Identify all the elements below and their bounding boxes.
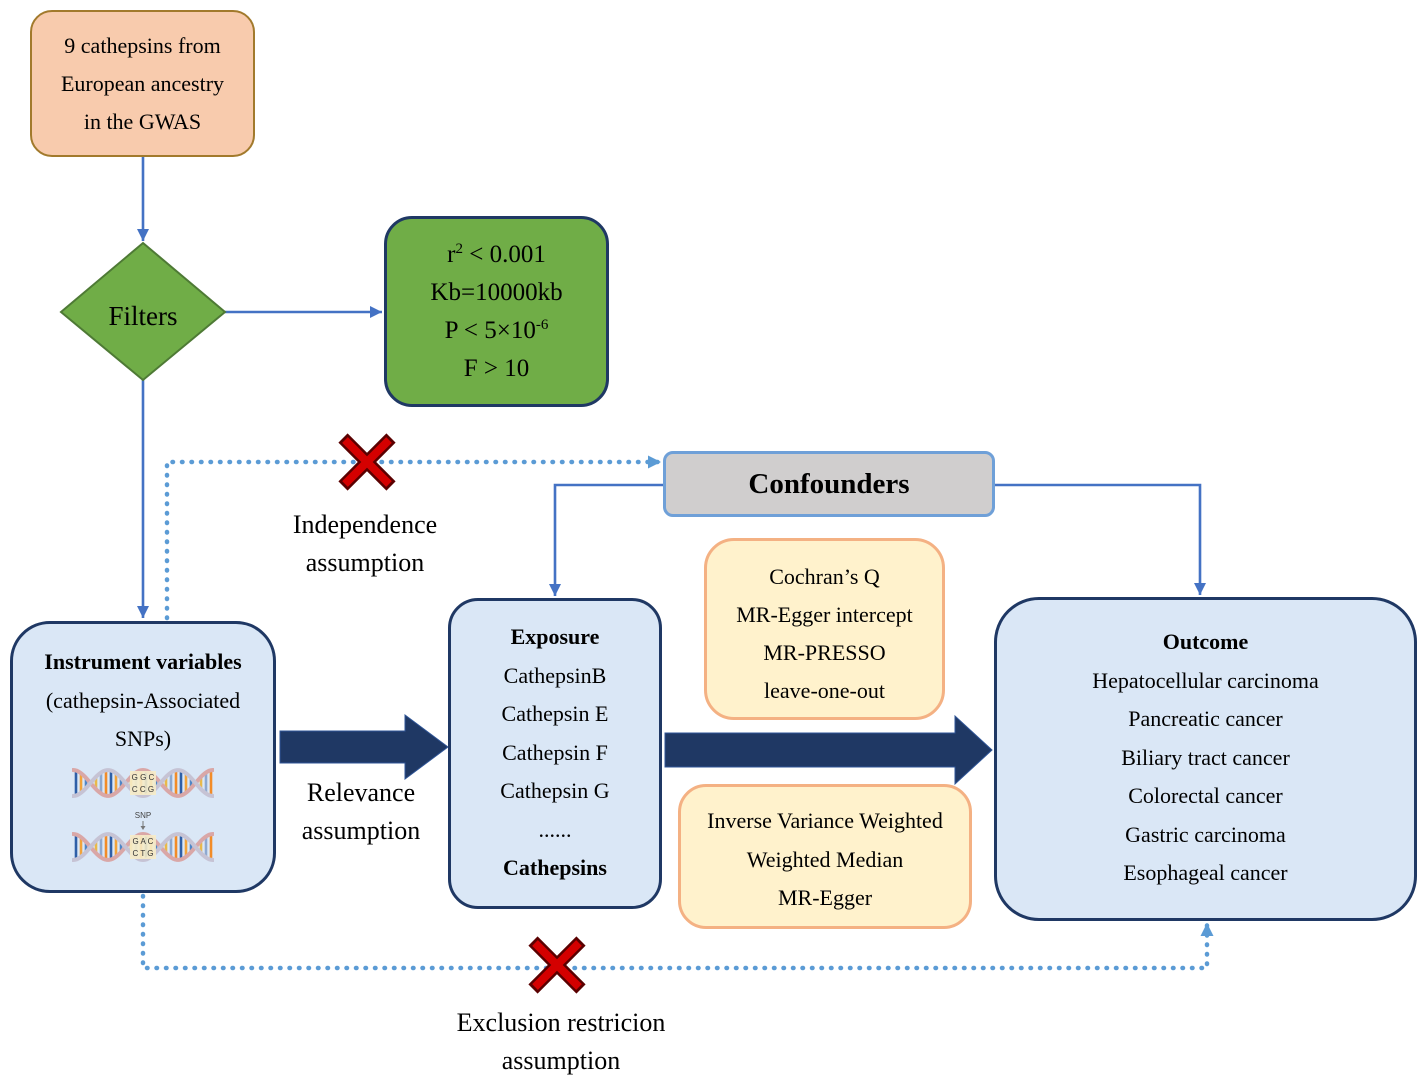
- dna-helix-bottom: [72, 831, 214, 863]
- snp-label: SNP: [135, 811, 151, 820]
- exposure-item: Cathepsin G: [500, 778, 610, 803]
- dna-strand: [72, 831, 214, 862]
- filter-criteria-box: r2 < 0.001 Kb=10000kb P < 5×10-6 F > 10: [384, 216, 609, 407]
- method-item: Weighted Median: [746, 846, 904, 872]
- outcome-box: Outcome Hepatocellular carcinoma Pancrea…: [994, 597, 1417, 921]
- arrow-confounders-to-exposure: [549, 483, 663, 596]
- outcome-item: Colorectal cancer: [1128, 783, 1283, 808]
- exclusion-dotted-path: [140, 893, 1214, 971]
- independence-label-line: Independence: [292, 510, 438, 539]
- mr-methods-box: Inverse Variance Weighted Weighted Media…: [678, 784, 972, 929]
- exclusion-label-line: Exclusion restricion: [456, 1008, 666, 1037]
- source-line: 9 cathepsins from: [64, 32, 221, 58]
- confounders-box: Confounders: [663, 451, 995, 517]
- exclusion-restriction-label: Exclusion restricion assumption: [426, 1004, 696, 1080]
- exposure-item: CathepsinB: [503, 662, 607, 688]
- sensitivity-item: Cochran’s Q: [769, 564, 880, 589]
- dna-helix-icon: G G C C C G SNP G A C C T G: [72, 767, 214, 863]
- relevance-assumption-label: Relevance assumption: [261, 774, 461, 850]
- outcome-title: Outcome: [1162, 629, 1249, 654]
- exclusion-violation-cross-icon: [528, 936, 586, 994]
- relevance-arrow: [279, 714, 449, 780]
- outcome-item: Pancreatic cancer: [1128, 706, 1283, 731]
- criterion-r2-threshold: < 0.001: [462, 240, 546, 268]
- criterion-r2-base: r: [447, 240, 456, 268]
- snp-highlight: [130, 835, 156, 859]
- sensitivity-analysis-box: Cochran’s Q MR-Egger intercept MR-PRESSO…: [704, 538, 945, 720]
- criterion-kb: Kb=10000kb: [430, 278, 563, 306]
- dna-helix-top: [72, 767, 214, 799]
- exclusion-label-line: assumption: [501, 1046, 621, 1075]
- instrument-variables-box: Instrument variables (cathepsin-Associat…: [10, 621, 276, 893]
- gwas-source-box: 9 cathepsins from European ancestry in t…: [30, 10, 255, 157]
- arrow-confounders-to-outcome: [995, 483, 1206, 595]
- criterion-r2-exponent: 2: [455, 240, 463, 257]
- independence-assumption-label: Independence assumption: [265, 506, 465, 582]
- instrument-description: (cathepsin-Associated: [45, 687, 241, 713]
- source-line: European ancestry: [60, 70, 225, 96]
- instrument-title: Instrument variables: [44, 649, 242, 674]
- snp-highlight: [130, 771, 156, 795]
- exposure-title: Exposure: [510, 624, 600, 649]
- outcome-item: Biliary tract cancer: [1121, 744, 1290, 770]
- criterion-p-base: P < 5×10: [444, 316, 536, 344]
- independence-label-line: assumption: [305, 548, 425, 577]
- exposure-item: Cathepsin E: [501, 701, 609, 726]
- filters-label: Filters: [108, 301, 178, 331]
- filters-diamond: [59, 241, 227, 382]
- sensitivity-item: MR-PRESSO: [763, 640, 886, 665]
- dna-sequence: C T G: [132, 849, 153, 858]
- exposure-item: Cathepsin F: [502, 739, 608, 765]
- exposure-item: ......: [538, 816, 572, 842]
- criterion-p: P < 5×10-6: [387, 312, 606, 350]
- outcome-item: Esophageal cancer: [1123, 860, 1288, 885]
- exposure-box: Exposure CathepsinB Cathepsin E Cathepsi…: [448, 598, 662, 909]
- dna-sequence: G G C: [132, 773, 155, 782]
- relevance-label-line: Relevance: [306, 778, 416, 807]
- outcome-item: Hepatocellular carcinoma: [1092, 667, 1319, 693]
- method-item: Inverse Variance Weighted: [707, 808, 943, 833]
- dna-strand: [72, 767, 214, 798]
- source-line: in the GWAS: [83, 108, 202, 134]
- dna-strand: [72, 768, 214, 799]
- dna-sequence: G A C: [133, 837, 154, 846]
- outcome-item: Gastric carcinoma: [1125, 821, 1286, 847]
- independence-violation-cross-icon: [338, 433, 396, 491]
- independence-dotted-path: [164, 455, 664, 621]
- snp-arrow-head: [140, 826, 146, 830]
- criterion-r2: r2 < 0.001: [387, 236, 606, 274]
- dna-strand: [72, 832, 214, 863]
- sensitivity-item: MR-Egger intercept: [736, 602, 913, 627]
- relevance-label-line: assumption: [301, 816, 421, 845]
- instrument-description: SNPs): [114, 726, 172, 751]
- method-item: MR-Egger: [777, 885, 873, 910]
- exposure-to-outcome-arrow: [664, 714, 993, 786]
- exposure-footer: Cathepsins: [503, 855, 607, 880]
- dna-sequence: C C G: [132, 785, 154, 794]
- sensitivity-item: leave-one-out: [764, 678, 885, 703]
- criterion-p-exponent: -6: [535, 316, 549, 333]
- criterion-f: F > 10: [463, 354, 530, 382]
